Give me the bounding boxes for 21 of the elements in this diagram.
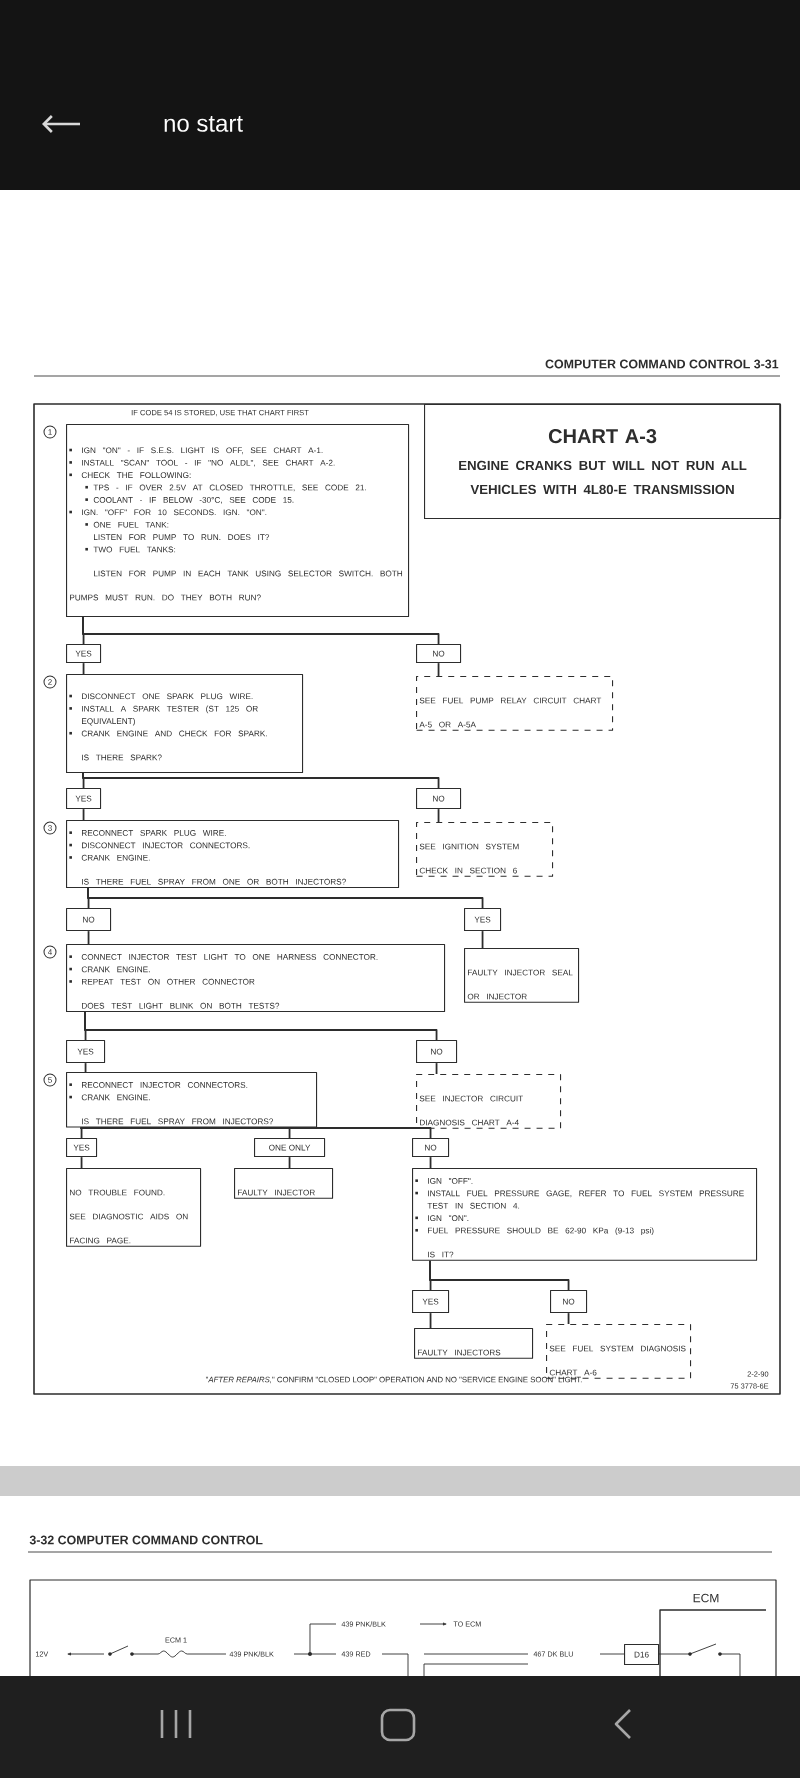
connector-line: [82, 616, 440, 645]
connector-line: [481, 930, 484, 949]
connector-line: [87, 930, 90, 945]
connector-line: [429, 1156, 432, 1169]
connector-line: [82, 662, 85, 675]
app-title: no start: [164, 116, 243, 132]
connector-line: [429, 1312, 432, 1329]
connector-line: [288, 1156, 291, 1169]
connector-line: [82, 772, 440, 789]
connector-line: [429, 1259, 570, 1291]
connector-line: [437, 808, 440, 823]
connector-line: [84, 1011, 438, 1041]
connector-line: [80, 1126, 432, 1139]
connector-line: [84, 1062, 87, 1073]
connector-line: [437, 662, 440, 677]
connector-line: [80, 1156, 83, 1169]
connector-line: [82, 808, 85, 821]
connector-line: [87, 887, 484, 909]
connector-line: [567, 1312, 570, 1325]
connector-line: [435, 1062, 438, 1075]
connector-line: [80, 1126, 83, 1139]
